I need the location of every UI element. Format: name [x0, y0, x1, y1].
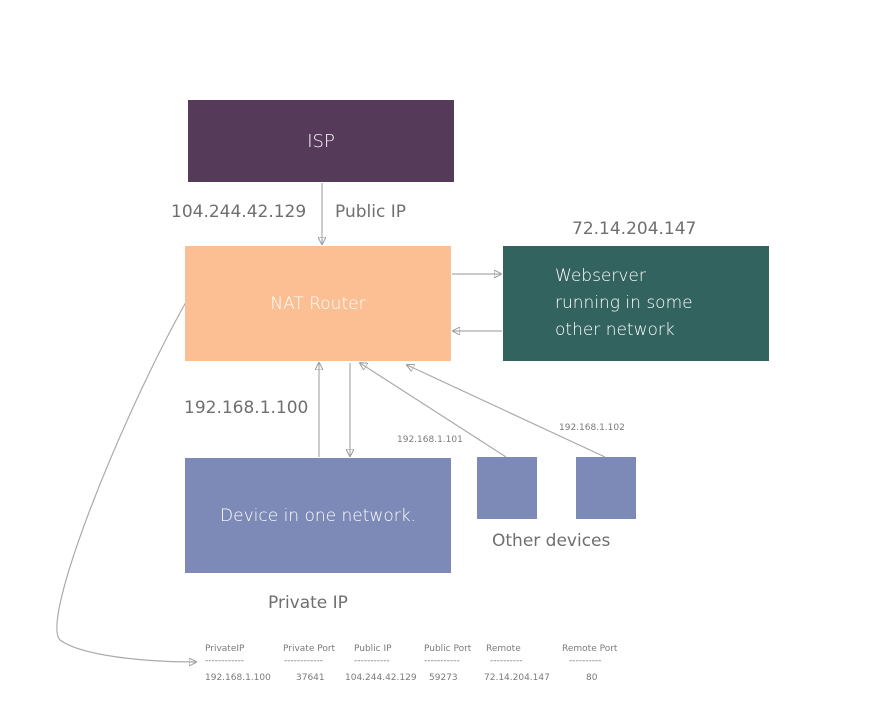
nat-to-table-curve: [56, 301, 196, 662]
od2-to-nat-arrow: [407, 365, 606, 458]
table-header-public-ip: Public IP: [354, 644, 392, 654]
table-header-private-ip: PrivateIP: [205, 644, 245, 654]
webserver-line-3: other network: [555, 320, 675, 340]
device-box: Device in one network.: [185, 458, 451, 573]
table-dash: ------------: [205, 656, 244, 666]
table-header-remote-port: Remote Port: [562, 644, 618, 654]
table-cell-public-port: 59273: [429, 673, 458, 683]
nat-router-label: NAT Router: [270, 293, 366, 314]
table-dash: -----------: [354, 656, 390, 666]
public-ip-caption: Public IP: [335, 202, 406, 222]
table-cell-private-port: 37641: [296, 673, 325, 683]
other-device-1: [477, 457, 537, 519]
table-header-public-port: Public Port: [424, 644, 472, 654]
nat-router-box: NAT Router: [185, 246, 451, 361]
device-ip: 192.168.1.100: [184, 398, 309, 418]
webserver-line-2: running in some: [555, 293, 693, 313]
table-cell-remote-port: 80: [586, 673, 598, 683]
webserver-box: Webserver running in some other network: [503, 246, 769, 361]
table-cell-public-ip: 104.244.42.129: [345, 673, 417, 683]
private-ip-caption: Private IP: [268, 593, 348, 613]
isp-label: ISP: [307, 130, 335, 152]
table-dash: ----------: [490, 656, 523, 666]
table-header-remote: Remote: [486, 644, 521, 654]
table-dash: -----------: [424, 656, 460, 666]
public-ip-value: 104.244.42.129: [171, 202, 307, 222]
od1-to-nat-arrow: [360, 363, 507, 458]
other-devices-caption: Other devices: [492, 531, 611, 551]
other-device-2-ip: 192.168.1.102: [559, 423, 625, 433]
other-device-1-ip: 192.168.1.101: [397, 435, 463, 445]
table-dash: ----------: [569, 656, 602, 666]
table-cell-private-ip: 192.168.1.100: [205, 673, 271, 683]
other-device-2: [576, 457, 636, 519]
webserver-ip: 72.14.204.147: [572, 219, 697, 239]
table-dash: ------------: [284, 656, 323, 666]
table-header-private-port: Private Port: [283, 644, 336, 654]
table-cell-remote: 72.14.204.147: [484, 673, 550, 683]
device-label: Device in one network.: [220, 505, 416, 526]
webserver-line-1: Webserver: [555, 266, 646, 286]
isp-box: ISP: [188, 100, 454, 182]
